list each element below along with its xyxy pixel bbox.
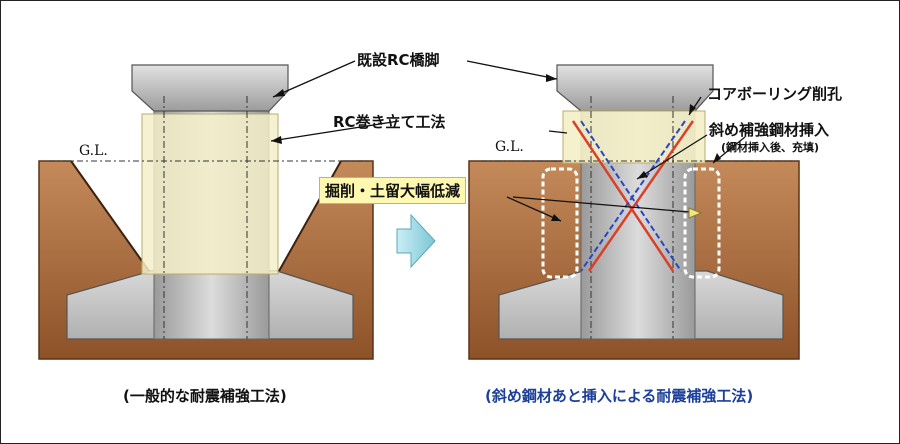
right-pier-cap [556, 64, 714, 112]
transition-arrow-icon [396, 213, 436, 269]
caption-right: (斜め鋼材あと挿入による耐震補強工法) [485, 387, 754, 405]
label-core-boring: コアボーリング削孔 [707, 85, 843, 103]
leader-arrowheads [271, 74, 721, 221]
label-gl-right: G.L. [495, 139, 524, 155]
diagonal-steel-bars [571, 120, 695, 272]
label-existing-pier: 既設RC橋脚 [357, 51, 440, 69]
label-excavation-callout: 掘削・土留大幅低減 [319, 177, 467, 204]
label-gl-left: G.L. [79, 143, 108, 159]
label-steel-insert-note: (鋼材挿入後、充填) [721, 141, 820, 154]
leader-lines [270, 60, 746, 222]
left-rc-jacket [141, 113, 279, 275]
excavation-arrowhead [688, 207, 703, 219]
right-diagram [468, 64, 800, 360]
caption-left: (一般的な耐震補強工法) [123, 387, 287, 405]
right-reduced-excavation [683, 167, 721, 279]
left-reduced-excavation [541, 167, 579, 279]
left-diagram [38, 64, 374, 360]
left-pier-cap [131, 64, 289, 112]
label-steel-insert: 斜め補強鋼材挿入 [709, 121, 830, 139]
label-rc-jacket: RC巻き立て工法 [333, 113, 446, 131]
